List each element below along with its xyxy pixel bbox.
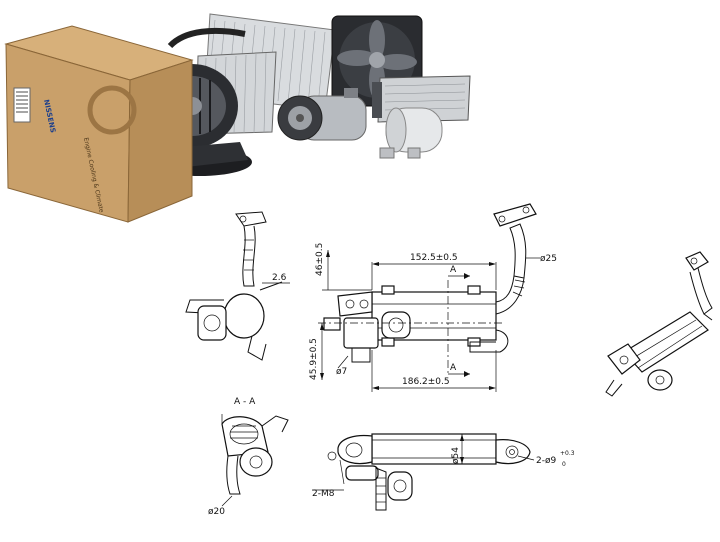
top-width-dim: 152.5±0.5 [410, 253, 458, 263]
nissens-box-image: NISSENS Engine Cooling & Climate [4, 25, 194, 223]
tube-diameter-dim: ø20 [208, 507, 225, 517]
hole-diameter-dim: 2-ø9 [536, 456, 556, 466]
front-view-drawing: 152.5±0.5 A 46±0.5 45.9±0.5 ø7 ø25 A [309, 203, 557, 392]
ac-compressor-image [277, 88, 367, 141]
bottom-view-drawing: ø54 2-M8 2-ø9 +0.3 0 [312, 433, 575, 511]
receiver-drier-image [379, 107, 443, 159]
hole-tolerance-upper: +0.3 [560, 450, 575, 457]
product-collage: NISSENS Engine Cooling & Climate [4, 13, 471, 223]
section-aa-drawing: A - A ø20 [208, 397, 289, 517]
section-aa-title: A - A [234, 397, 256, 407]
pipe-diameter-dim: ø25 [540, 254, 557, 264]
hole-tolerance-lower: 0 [562, 461, 566, 468]
bolt-size-dim: 2-M8 [312, 489, 335, 499]
small-diameter-dim: ø7 [336, 367, 347, 377]
bottom-width-dim: 186.2±0.5 [402, 377, 450, 387]
section-a-bottom-marker: A [450, 363, 457, 373]
height-top-dim: 46±0.5 [315, 243, 325, 276]
body-diameter-dim: ø54 [451, 447, 461, 464]
wall-thickness-dim: 2.6 [272, 273, 287, 283]
height-bottom-dim: 45.9±0.5 [309, 338, 319, 380]
isometric-view-drawing [605, 251, 713, 397]
section-a-top-marker: A [450, 265, 457, 275]
side-view-drawing: 2.6 [185, 211, 290, 361]
